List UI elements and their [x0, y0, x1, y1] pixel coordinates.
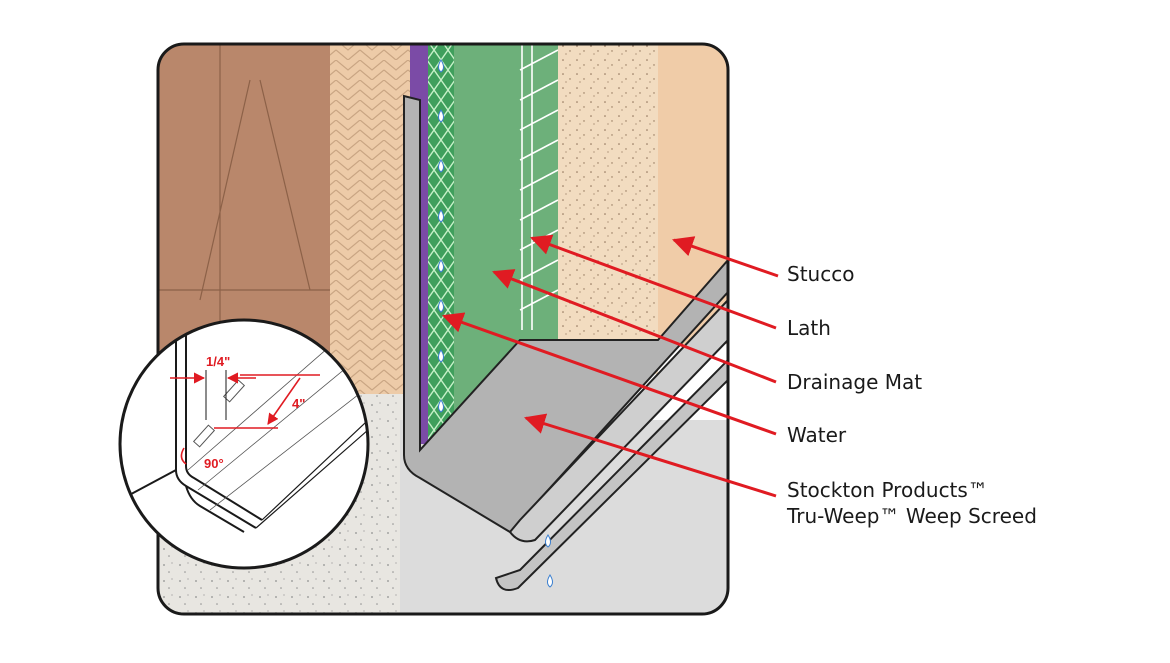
product-label-line2: Tru-Weep™ Weep Screed — [787, 504, 1037, 528]
stucco-label: Stucco — [787, 262, 855, 286]
stucco-leader — [672, 236, 779, 278]
leader-arrows — [442, 234, 779, 498]
gap-dimension: 1/4" — [206, 354, 230, 369]
angle-dimension: 90° — [204, 456, 224, 471]
water-drops — [438, 59, 553, 588]
lath-leader — [530, 234, 777, 330]
screed-leader — [523, 413, 777, 498]
lath-label: Lath — [787, 316, 831, 340]
water-label: Water — [787, 423, 847, 447]
length-dimension: 4" — [292, 396, 305, 411]
dimension-marks — [170, 372, 320, 465]
detail-inset: 1/4" 4" 90° — [118, 318, 370, 570]
drainage-mat-leader — [492, 269, 777, 384]
weep-screed — [403, 94, 728, 534]
diagram-frame — [156, 42, 730, 616]
water-leader — [442, 312, 777, 436]
drainage-mat-label: Drainage Mat — [787, 370, 923, 394]
product-label-line1: Stockton Products™ — [787, 478, 988, 502]
